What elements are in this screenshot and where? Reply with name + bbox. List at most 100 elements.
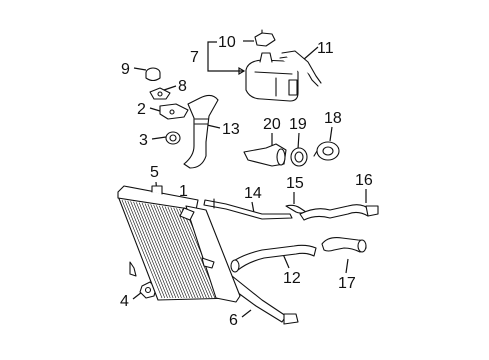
radiator-fin [167,206,207,299]
radiator-fin [156,205,196,299]
bypass-pipe [203,198,293,220]
callout-14: 14 [244,185,262,202]
radiator-fin [150,204,191,299]
callout-16: 16 [355,172,373,189]
radiator-fin [164,206,204,299]
leader-12 [282,253,290,269]
gasket-inner [294,151,304,163]
radiator-fin [170,207,210,299]
leader-7-arrow [238,66,246,76]
reservoir-neck [259,52,273,63]
callout-19: 19 [289,116,307,133]
callout-12: 12 [283,270,301,287]
reservoir-body [245,59,299,102]
radiator-bracket-left [129,261,137,277]
heater-hose-end [365,205,379,217]
inlet-pipe-nipple [283,313,299,325]
lower-bypass-hose-end [357,239,367,253]
leader-2 [149,107,161,112]
cap-skirt [145,72,161,82]
leader-8 [163,85,177,91]
callout-6: 6 [229,312,238,329]
leader-6 [241,309,252,318]
radiator-cap-small [145,67,161,82]
leader-9 [133,67,147,71]
callout-labels: 1 2 3 4 5 6 7 8 9 10 11 12 13 14 15 16 1… [120,34,373,329]
radiator-fin [153,204,193,299]
small-pipe [285,204,307,214]
radiator-bracket-right [201,257,215,269]
overflow-hose-edge [281,50,322,84]
radiator-fin [133,201,174,299]
callout-13: 13 [222,121,240,138]
radiator-fin [127,200,168,299]
callout-11: 11 [317,40,334,57]
thermostat-gasket [290,147,308,167]
thermostat-pin [313,150,318,157]
leader-19 [297,132,300,150]
radiator-fin [147,203,188,299]
upper-hose-body [183,94,219,169]
bypass-pipe-body [203,199,293,220]
leader-17 [345,258,349,274]
water-outlet-flange [276,148,286,166]
radiator-fin [173,207,213,299]
callout-3: 3 [139,132,148,149]
callout-17: 17 [338,275,356,292]
reservoir-seam [254,71,293,75]
radiator-fin [176,208,216,299]
callout-18: 18 [324,110,342,127]
radiator-filler-neck [151,185,163,195]
radiator-fin [130,201,171,299]
callout-2: 2 [137,101,146,118]
lower-bypass-hose [321,237,367,253]
leader-11 [302,46,319,61]
radiator-side-tank [185,205,241,303]
leader-lines [132,40,367,318]
grommet-inner [169,134,177,142]
radiator-fin [124,200,166,299]
callout-9: 9 [121,61,130,78]
heater-hose [299,204,379,221]
radiator-fin [138,202,179,299]
reservoir-cap-body [254,32,276,47]
radiator-fin [161,205,202,299]
leader-13 [206,124,221,129]
thermostat-valve [322,146,334,156]
lower-bracket-hole [169,109,175,115]
radiator-fin [159,205,199,299]
radiator-fin [141,202,182,299]
radiator-fin [136,202,177,299]
upper-radiator-hose [183,94,219,169]
callout-1: 1 [179,183,188,200]
lower-bypass-hose-body [321,237,367,253]
radiator-petcock [179,207,195,221]
radiator [117,185,241,303]
lower-radiator-hose [230,244,317,273]
lower-hose-end [230,259,240,273]
callout-8: 8 [178,78,187,95]
radiator-fin [144,203,185,299]
callout-10: 10 [218,34,236,51]
upper-bracket-hole [157,91,163,97]
callout-7: 7 [190,49,199,66]
leader-7 [207,41,244,72]
reservoir-cap [254,29,276,47]
grommet [165,131,181,145]
leader-18 [329,126,333,142]
callout-20: 20 [263,116,281,133]
drain-plug [139,281,157,299]
leader-3 [151,136,167,140]
water-outlet [243,143,287,167]
thermostat [313,141,340,161]
reservoir-window [288,79,298,96]
heater-hose-body [299,204,371,221]
callout-4: 4 [120,293,129,310]
callout-5: 5 [150,164,159,181]
drain-plug-center [144,286,152,294]
reservoir-tank [245,52,299,102]
lower-hose-body [231,244,317,271]
radiator-top-tank [117,185,199,211]
